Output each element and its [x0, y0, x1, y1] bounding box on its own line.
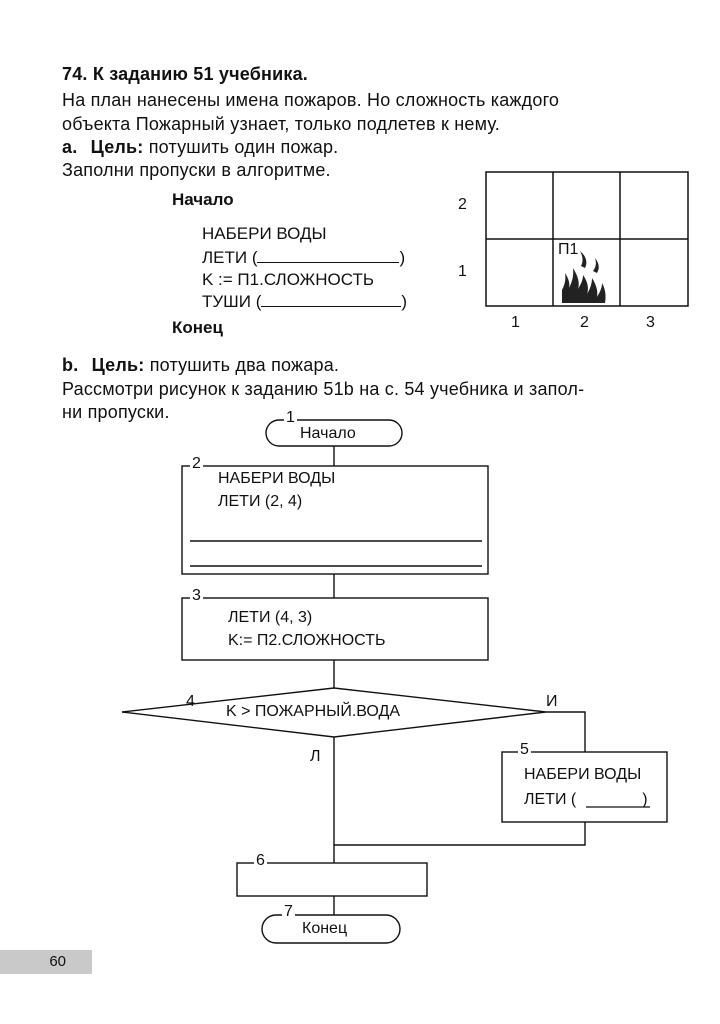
fc-number-7: 7 [282, 903, 295, 921]
fc-no-label: Л [310, 748, 321, 765]
algo-line-3: K := П1.СЛОЖНОСТЬ [202, 270, 375, 289]
algo-line-4-text: ТУШИ ( [202, 292, 262, 311]
fc-block-5-shape [501, 751, 668, 823]
grid-col-label-3: 3 [646, 314, 655, 331]
algo-blank-extinguish[interactable] [261, 292, 402, 307]
part-b-goal-label: Цель: [91, 355, 145, 375]
algo-begin: Начало [172, 190, 234, 209]
fc-number-1: 1 [284, 409, 297, 427]
intro-line-1: На план нанесены имена пожаров. Но сложн… [62, 90, 560, 110]
part-b-goal: b. Цель: потушить два пожара. [62, 355, 339, 376]
fc-block-2-line-2: ЛЕТИ (2, 4) [218, 493, 303, 510]
fire-label: П1 [558, 241, 579, 258]
flowchart [121, 419, 668, 944]
fc-block-5-line-2-text: ЛЕТИ ( [524, 791, 577, 808]
fc-end-shape [261, 914, 401, 944]
part-a-goal-label: Цель: [90, 137, 144, 157]
fc-number-3: 3 [190, 587, 203, 605]
grid-col-label-2: 2 [580, 314, 589, 331]
part-b-line-1: Рассмотри рисунок к заданию 51b на с. 54… [62, 379, 585, 399]
page-number-tab: 60 [0, 950, 92, 974]
grid-row-label-1: 1 [458, 263, 467, 280]
grid-row-label-2: 2 [458, 196, 467, 213]
intro-line-2: объекта Пожарный узнает, только подлетев… [62, 114, 500, 134]
map-grid [485, 171, 689, 307]
fc-block-3-line-1: ЛЕТИ (4, 3) [228, 609, 313, 626]
fire-icon [562, 251, 606, 303]
algo-blank-fly[interactable] [257, 248, 400, 263]
fc-block-3-shape [181, 597, 489, 661]
fc-block-5-line-1: НАБЕРИ ВОДЫ [524, 766, 642, 783]
part-b-marker: b. [62, 355, 79, 375]
fc-block-6-shape [236, 862, 428, 897]
algo-line-1: НАБЕРИ ВОДЫ [202, 224, 327, 243]
part-a-marker: a. [62, 137, 78, 157]
algo-line-2-text: ЛЕТИ ( [202, 248, 258, 267]
algo-line-4: ТУШИ () [202, 292, 408, 311]
algo-end: Конец [172, 318, 223, 337]
part-a-goal-text: потушить один пожар. [148, 137, 339, 157]
algo-line-2: ЛЕТИ () [202, 248, 406, 267]
fc-block-2-shape [181, 465, 489, 575]
task-header: 74. К заданию 51 учебника. [62, 64, 309, 84]
fc-number-4: 4 [186, 693, 195, 710]
grid-col-label-1: 1 [511, 314, 520, 331]
fc-yes-label: И [546, 693, 558, 710]
fc-number-2: 2 [190, 455, 203, 473]
part-b-goal-text: потушить два пожара. [149, 355, 340, 375]
fc-number-5: 5 [518, 741, 531, 759]
fc-start-label: Начало [300, 425, 356, 442]
fc-block-5-line-2: ЛЕТИ () [524, 791, 648, 808]
fc-block-3-line-2: K:= П2.СЛОЖНОСТЬ [228, 632, 386, 649]
page-number: 60 [49, 953, 66, 970]
part-a-goal: a. Цель: потушить один пожар. [62, 137, 338, 158]
fc-number-6: 6 [254, 852, 267, 870]
fc-block-2-line-1: НАБЕРИ ВОДЫ [218, 470, 336, 487]
fc-end-label: Конец [302, 920, 348, 937]
part-a-instruction: Заполни пропуски в алгоритме. [62, 160, 331, 180]
part-b-line-2: ни пропуски. [62, 402, 170, 422]
fc-condition-label: K > ПОЖАРНЫЙ.ВОДА [226, 703, 401, 720]
